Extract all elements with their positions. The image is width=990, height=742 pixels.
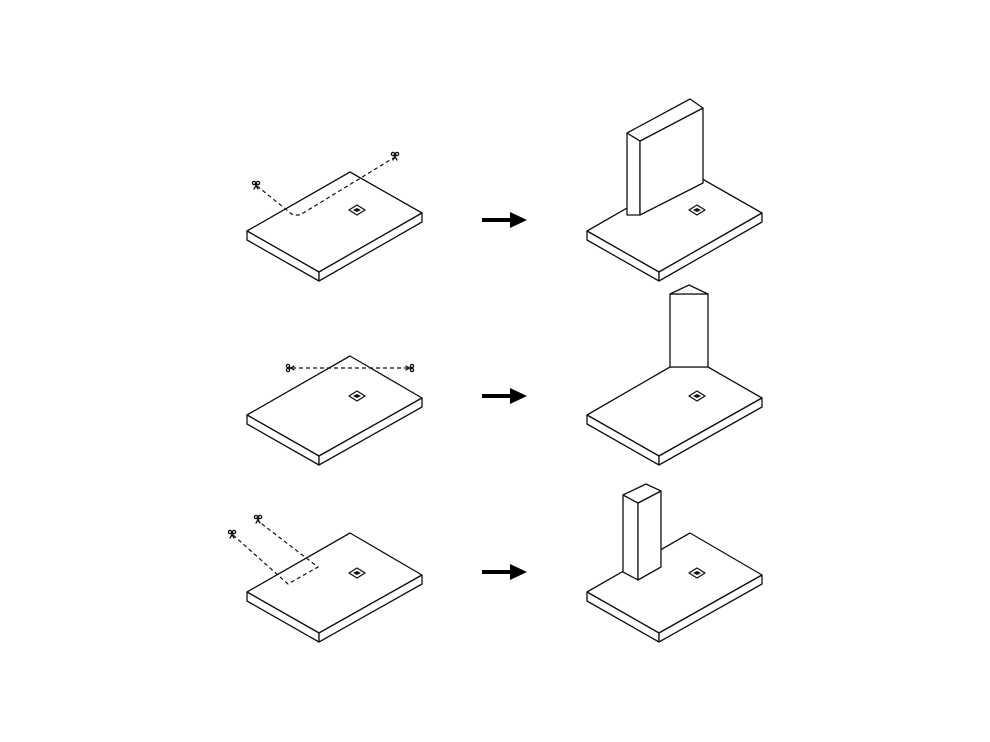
pillar <box>622 483 662 581</box>
tower <box>669 284 709 368</box>
row-3 <box>227 483 763 643</box>
row-2 <box>246 284 763 466</box>
right-arrow-icon <box>482 564 527 580</box>
scissors-icon <box>405 363 415 373</box>
row-3-after-slab <box>586 483 763 643</box>
scissors-icon <box>227 529 237 539</box>
row-1-before-slab <box>246 151 423 282</box>
square-marker-icon <box>688 204 706 216</box>
scissors-icon <box>253 514 263 524</box>
scissors-icon <box>285 363 295 373</box>
wall-panel <box>626 98 704 216</box>
row-2-before-slab <box>246 355 423 466</box>
square-marker-icon <box>688 390 706 402</box>
row-1 <box>246 98 763 282</box>
cut-line-u-shaped <box>232 520 320 585</box>
square-marker-icon <box>348 567 366 579</box>
square-marker-icon <box>348 390 366 402</box>
right-arrow-icon <box>482 212 527 228</box>
row-2-after-slab <box>586 284 763 466</box>
right-arrow-icon <box>482 388 527 404</box>
cut-line-l-shaped <box>256 156 396 216</box>
row-1-after-slab <box>586 98 763 282</box>
scissors-icon <box>390 151 400 161</box>
row-3-before-slab <box>227 514 423 643</box>
square-marker-icon <box>348 204 366 216</box>
square-marker-icon <box>688 567 706 579</box>
scissors-icon <box>251 180 261 190</box>
